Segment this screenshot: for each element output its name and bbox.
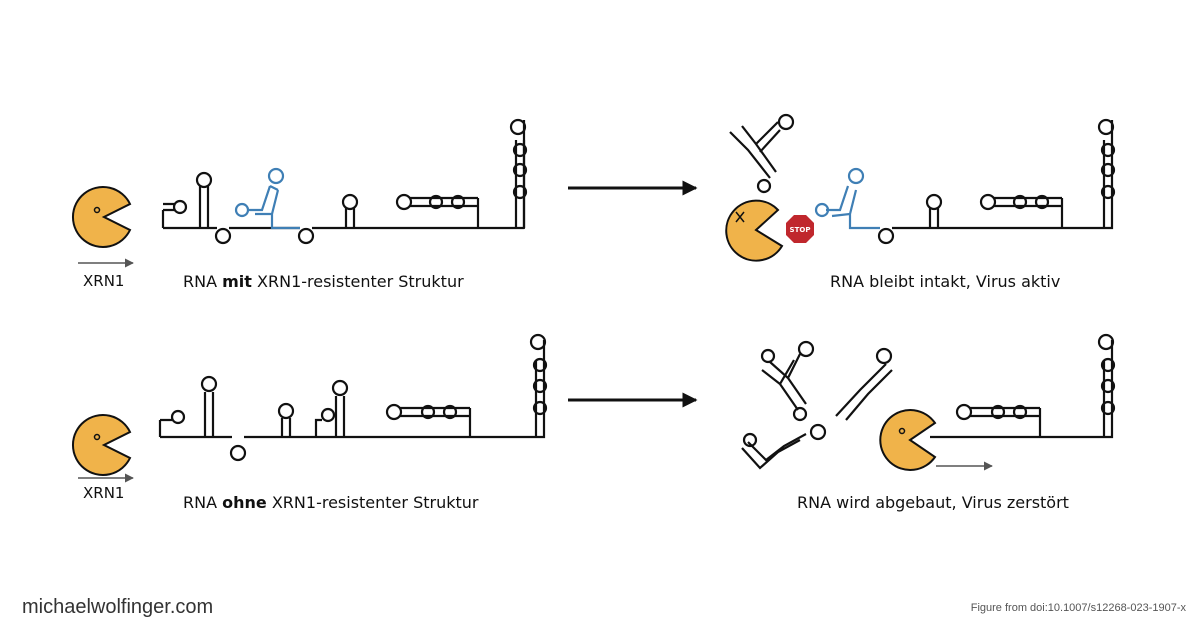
xrn1-label-top: XRN1 [83, 272, 124, 290]
stop-sign: STOP [786, 215, 814, 243]
figure-source: Figure from doi:10.1007/s12268-023-1907-… [970, 602, 1186, 614]
resistant-structure-top-right [814, 167, 880, 230]
rna-strand-bottom-right [930, 333, 1116, 439]
rna-fragment-bottom-right-2 [741, 423, 827, 470]
label-rna-without-structure: RNA ohne XRN1-resistenter Struktur [183, 493, 479, 512]
label-rna-with-structure: RNA mit XRN1-resistenter Struktur [183, 272, 464, 291]
rna-strand-top-left [161, 118, 528, 245]
rna-fragment-bottom-right-1 [760, 340, 815, 422]
label-rna-degraded: RNA wird abgebaut, Virus zerstört [797, 493, 1069, 512]
xrn1-label-bottom: XRN1 [83, 484, 124, 502]
rna-strand-top-right [877, 118, 1116, 245]
xrn1-enzyme-degrading [879, 409, 937, 471]
rna-strand-bottom-left [158, 333, 548, 462]
svg-text:STOP: STOP [790, 226, 811, 234]
resistant-structure-top-left [234, 167, 300, 230]
xrn1-enzyme-bottom-left [71, 414, 132, 476]
site-credit: michaelwolfinger.com [22, 596, 214, 618]
label-rna-intact: RNA bleibt intakt, Virus aktiv [830, 272, 1060, 291]
rna-fragment-bottom-right-3 [835, 347, 893, 421]
xrn1-enzyme-blocked [725, 199, 784, 262]
xrn1-enzyme-top-left [71, 186, 132, 248]
rna-fragment-top-right [729, 113, 795, 194]
